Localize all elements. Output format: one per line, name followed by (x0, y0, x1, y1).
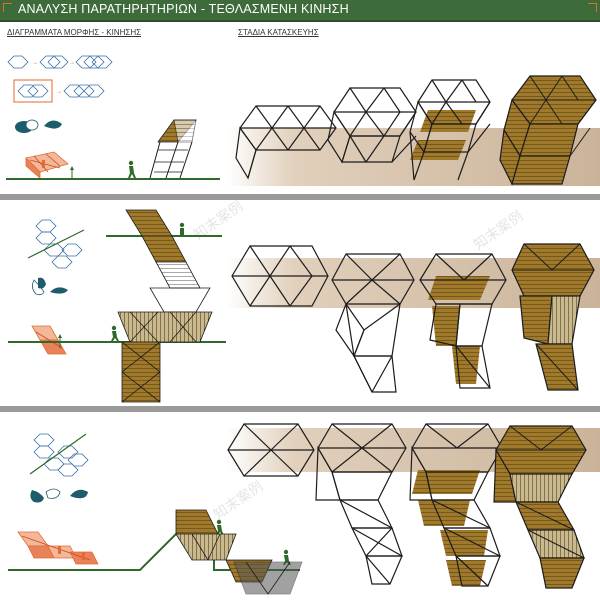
tower-section-diagram (117, 209, 213, 403)
person-icon (179, 222, 185, 236)
orange-volume-diagram (25, 151, 74, 179)
person-icon (111, 325, 119, 341)
arrow-icon: → (56, 89, 62, 95)
corner-mark-icon (3, 3, 12, 12)
row-1-stage-1-frame (235, 105, 337, 180)
blob-icon (50, 287, 68, 294)
row-3-stage-4-frame (493, 425, 587, 589)
header-bar: ΑΝΑΛΥΣΗ ΠΑΡΑΤΗΡΗΤΗΡΙΩΝ - ΤΕΘΛΑΣΜΕΝΗ ΚΙΝΗ… (0, 0, 600, 22)
row-1-form-diagrams: → → → (6, 55, 220, 180)
ground-line (27, 229, 85, 259)
blob-icon (25, 119, 39, 131)
row-divider-1 (0, 194, 600, 200)
row-3-stage-2-frame (315, 423, 407, 585)
blob-icon (30, 490, 44, 503)
row-2-stage-3-frame (419, 253, 507, 389)
ground-line (29, 433, 87, 475)
module-icon (33, 433, 89, 477)
module-icon (17, 84, 105, 98)
person-icon (128, 160, 136, 178)
row-1-stage-4-frame (499, 75, 597, 186)
row-1-stage-2-frame (327, 87, 417, 164)
module-icon (35, 219, 83, 269)
orange-volume-diagram (17, 531, 99, 565)
blob-icon (45, 488, 61, 499)
tower-section-diagram (149, 119, 197, 179)
row-3-form-diagrams (8, 433, 303, 595)
row-2-stage-1-frame (231, 245, 329, 307)
corner-mark-icon (588, 3, 597, 12)
arrow-icon: → (32, 60, 38, 66)
orange-volume-diagram (31, 325, 67, 355)
row-3-stage-3-frame (409, 423, 503, 587)
tower-section-diagram (175, 509, 303, 595)
row-3-stage-1-frame (227, 423, 315, 477)
form-movement-subtitle: ΔΙΑΓΡΑΜΜΑΤΑ ΜΟΡΦΗΣ - ΚΙΝΗΣΗΣ (7, 28, 142, 37)
blob-icon (38, 277, 46, 289)
selection-frame (13, 79, 53, 103)
row-2-form-diagrams (8, 209, 226, 403)
construction-stages-subtitle: ΣΤΑΔΙΑ ΚΑΤΑΣΚΕΥΗΣ (238, 28, 319, 37)
row-2-stage-4-frame (511, 243, 595, 391)
row-1-stage-3-frame (409, 79, 491, 181)
blob-icon (44, 120, 62, 129)
page-title: ΑΝΑΛΥΣΗ ΠΑΡΑΤΗΡΗΤΗΡΙΩΝ - ΤΕΘΛΑΣΜΕΝΗ ΚΙΝΗ… (18, 2, 349, 16)
arrow-icon: → (69, 60, 75, 66)
person-icon (216, 519, 224, 535)
row-divider-2 (0, 406, 600, 412)
blob-icon (70, 489, 88, 499)
module-icon (7, 55, 113, 69)
row-2-stage-2-frame (331, 253, 415, 393)
